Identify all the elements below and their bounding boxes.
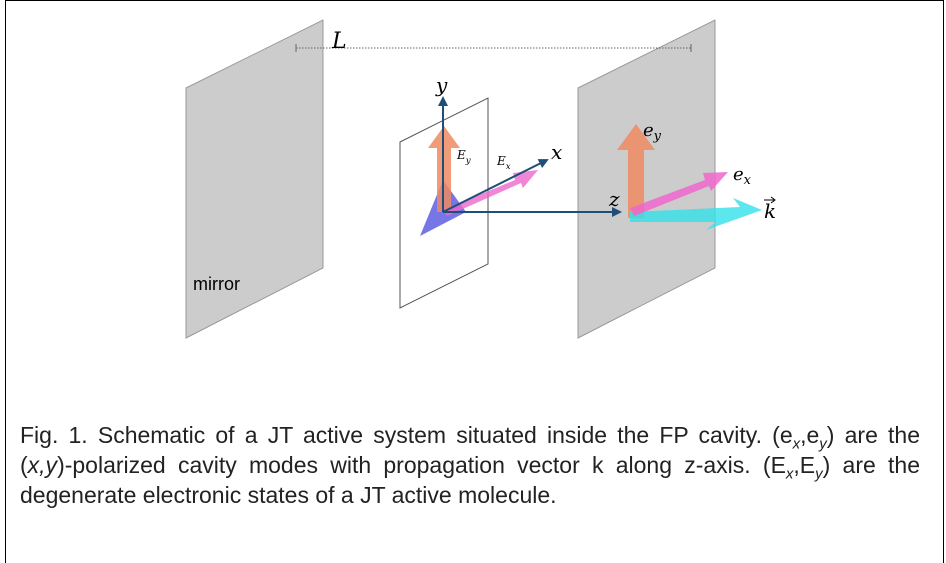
caption-sub4: y [815,465,823,483]
caption-part4: )-polarized cavity modes with propagatio… [57,452,786,478]
caption-part3: ) are the ( [20,422,921,478]
caption-line1: Fig. 1. Schematic of a JT active system … [20,422,762,448]
axis-y-label: y [435,73,448,97]
mode-ey-label: ey [643,120,662,144]
axis-x-label: x [551,140,562,164]
caption-part1: (e [772,422,793,448]
mode-ex-arrow [630,172,728,216]
cavity-length-label: L [331,29,347,54]
axis-z-label: z [608,187,620,211]
caption-sub1: x [792,435,801,453]
mode-ey-arrow [617,124,655,218]
cavity-schematic: mirror L y x z Ey Ex ey ex k [185,19,776,339]
state-Ey-label: Ey [456,148,471,166]
mirror-label: mirror [193,274,240,294]
left-mirror [185,19,324,339]
caption-sub3: x [785,465,794,483]
mode-ex-label: ex [733,164,752,188]
wavevector-arrow [630,198,762,230]
caption-italic-xy: x,y [27,452,58,478]
caption-part2: ,e [800,422,820,448]
right-mirror [577,19,716,339]
axis-x [442,159,549,213]
state-Ex-arrow [443,170,538,216]
figure-caption: Fig. 1. Schematic of a JT active system … [20,420,920,510]
caption-sub2: y [819,435,827,453]
figure-frame [5,0,944,563]
wavevector-vector-head [770,196,776,204]
wavevector-label: k [764,199,776,223]
caption-part6: ) are the degenerate electronic states o… [20,452,921,508]
state-Ex-label: Ex [496,154,511,172]
caption-part5: ,E [793,452,816,478]
